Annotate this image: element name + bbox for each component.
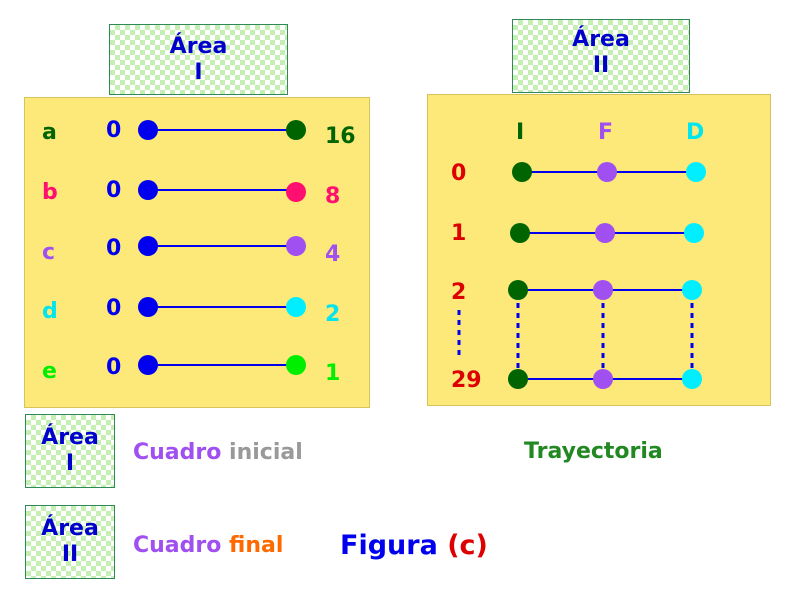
row-d-start-dot (138, 297, 158, 317)
step-1-i-dot (510, 223, 530, 243)
area-i-badge: Área I (109, 24, 288, 95)
legend-final-word2: final (229, 533, 284, 558)
step-2-d-dot (682, 280, 702, 300)
figure-letter: (c) (447, 530, 488, 561)
area-ii-panel (427, 94, 771, 406)
row-a-end: 16 (325, 124, 356, 149)
legend-final-text: Cuadro final (133, 533, 283, 559)
step-1-f-dot (595, 223, 615, 243)
legend-area-i-badge: Área I (25, 414, 115, 488)
row-a-start: 0 (106, 118, 122, 143)
row-b-end: 8 (325, 184, 341, 209)
legend-final-word1: Cuadro (133, 533, 222, 558)
step-0-i-dot (512, 162, 532, 182)
row-c-start: 0 (106, 236, 122, 261)
legend-area-ii-line1: Área (41, 516, 99, 541)
row-d-label: d (42, 299, 58, 324)
row-e-start-dot (138, 355, 158, 375)
row-a-label: a (42, 120, 57, 145)
legend-initial-word2: inicial (229, 440, 303, 465)
row-b-start-dot (138, 180, 158, 200)
legend-area-ii-badge: Área II (25, 505, 115, 579)
row-c-end: 4 (325, 242, 341, 267)
row-e-start: 0 (106, 355, 122, 380)
row-e-label: e (42, 359, 57, 384)
legend-area-i-line2: I (65, 451, 75, 476)
area-i-badge-line1: Área (169, 34, 228, 59)
step-0-f-dot (597, 162, 617, 182)
legend-initial-text: Cuadro inicial (133, 440, 303, 466)
area-i-panel (24, 97, 370, 408)
row-e-end: 1 (325, 361, 341, 386)
step-2-label: 2 (451, 280, 467, 305)
figure-word: Figura (340, 530, 438, 561)
legend-initial-word1: Cuadro (133, 440, 222, 465)
row-c-label: c (42, 240, 56, 265)
row-b-end-dot (286, 182, 306, 202)
row-b-label: b (42, 180, 58, 205)
column-f-label: F (598, 120, 614, 145)
row-a-start-dot (138, 120, 158, 140)
step-2-f-dot (593, 280, 613, 300)
column-d-label: D (686, 120, 705, 145)
row-d-end-dot (286, 297, 306, 317)
row-c-start-dot (138, 236, 158, 256)
area-ii-badge-line2: II (592, 53, 610, 78)
row-a-end-dot (286, 120, 306, 140)
step-1-d-dot (684, 223, 704, 243)
legend-area-ii-line2: II (61, 542, 79, 567)
column-i-label: I (516, 120, 525, 145)
row-d-start: 0 (106, 296, 122, 321)
step-29-label: 29 (451, 368, 482, 393)
area-i-badge-line2: I (194, 60, 203, 85)
legend-area-i-line1: Área (41, 425, 99, 450)
area-ii-badge-line1: Área (572, 27, 630, 52)
row-e-end-dot (286, 355, 306, 375)
area-ii-badge: Área II (512, 19, 690, 93)
step-0-label: 0 (451, 161, 467, 186)
trajectory-label: Trayectoria (524, 439, 663, 464)
row-b-start: 0 (106, 178, 122, 203)
step-29-f-dot (593, 369, 613, 389)
step-1-label: 1 (451, 221, 467, 246)
step-2-i-dot (508, 280, 528, 300)
step-29-i-dot (508, 369, 528, 389)
step-29-d-dot (682, 369, 702, 389)
step-0-d-dot (686, 162, 706, 182)
row-c-end-dot (286, 236, 306, 256)
row-d-end: 2 (325, 302, 341, 327)
figure-caption: Figura (c) (340, 531, 488, 561)
